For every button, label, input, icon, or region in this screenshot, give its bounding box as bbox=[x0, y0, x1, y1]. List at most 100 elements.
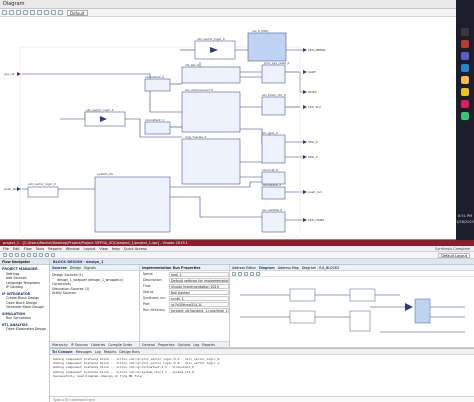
menu-layout[interactable]: Layout bbox=[83, 247, 96, 251]
files-icon[interactable] bbox=[461, 88, 469, 96]
menu-file[interactable]: File bbox=[3, 247, 9, 251]
tree-item[interactable]: Utility Sources bbox=[52, 291, 76, 295]
nav-create-block-design[interactable]: Create Block Design bbox=[6, 296, 40, 300]
property-value[interactable]: impl_1 bbox=[169, 271, 229, 277]
tab-options[interactable]: Options bbox=[177, 343, 191, 347]
nav-open-block-design[interactable]: Open Block Design bbox=[6, 300, 38, 305]
menu-view[interactable]: View bbox=[99, 247, 108, 251]
settings-icon[interactable] bbox=[51, 253, 55, 257]
section-simulation[interactable]: SIMULATION bbox=[2, 311, 25, 316]
settings-icon[interactable] bbox=[58, 10, 63, 15]
regenerate-layout-icon[interactable] bbox=[44, 10, 49, 15]
teams-icon[interactable] bbox=[461, 52, 469, 60]
menu-tools[interactable]: Tools bbox=[35, 247, 45, 251]
tree-item[interactable]: Constraints bbox=[52, 282, 71, 286]
nav-language-templates[interactable]: Language Templates bbox=[6, 280, 41, 285]
nav-add-sources[interactable]: Add Sources bbox=[6, 276, 27, 280]
tree-item[interactable]: Simulation Sources (1) bbox=[52, 286, 90, 291]
port-led-nebra: LED_NEBRA bbox=[308, 48, 327, 52]
nav-ip-catalog[interactable]: IP Catalog bbox=[6, 285, 23, 289]
slack-icon[interactable] bbox=[461, 100, 469, 108]
redo-icon[interactable] bbox=[27, 253, 31, 257]
console-output: Adding component instance block -- xilin… bbox=[50, 355, 474, 380]
property-value[interactable]: Vivado Implementation 2019 bbox=[169, 283, 229, 289]
terminal-icon[interactable] bbox=[461, 28, 469, 36]
tab-sources[interactable]: Sources bbox=[52, 266, 67, 270]
tab-properties[interactable]: Properties bbox=[158, 343, 175, 347]
menu-flow[interactable]: Flow bbox=[23, 247, 32, 251]
zoom-fit-icon[interactable] bbox=[16, 10, 21, 15]
tab-reports[interactable]: Reports bbox=[103, 350, 117, 354]
zoom-out-icon[interactable] bbox=[9, 10, 14, 15]
tab-general[interactable]: General bbox=[142, 343, 155, 347]
nav-open-elaborated-design[interactable]: Open Elaborated Design bbox=[6, 327, 47, 331]
mini-diagram-canvas[interactable] bbox=[230, 277, 474, 347]
validate-design-icon[interactable] bbox=[51, 10, 56, 15]
store-icon[interactable] bbox=[461, 112, 469, 120]
ila-block bbox=[94, 176, 171, 233]
menu-help[interactable]: Help bbox=[111, 247, 120, 251]
tree-item[interactable]: Design Sources (1) bbox=[52, 273, 84, 277]
memory-label: axi_interconnect_0 bbox=[185, 88, 213, 92]
tree-item[interactable]: design_1_wrapper (design_1_wrapper.v) bbox=[57, 277, 124, 282]
nav-generate-block-design[interactable]: Generate Block Design bbox=[6, 305, 44, 309]
tab-diagram-ila[interactable]: Diagram - ILA_BLOCKS bbox=[301, 266, 340, 270]
undo-icon[interactable] bbox=[21, 253, 25, 257]
util-vector-logic-2-label: util_vector_logic_2 bbox=[28, 182, 56, 186]
tab-address-editor[interactable]: Address Editor bbox=[232, 266, 256, 270]
delete-icon[interactable] bbox=[39, 253, 43, 257]
quick-access[interactable]: Quick Access bbox=[123, 247, 147, 251]
tab-log[interactable]: Log bbox=[193, 343, 200, 347]
zoom-in-icon[interactable] bbox=[2, 10, 7, 15]
vivado-icon[interactable] bbox=[461, 40, 469, 48]
menu-window[interactable]: Window bbox=[65, 247, 80, 251]
menu-edit[interactable]: Edit bbox=[12, 247, 20, 251]
tab-tcl-console[interactable]: Tcl Console bbox=[52, 350, 73, 354]
property-row: Run directory[project_dir]/project_1.run… bbox=[140, 307, 229, 313]
section-project-manager[interactable]: PROJECT MANAGER bbox=[2, 267, 38, 271]
section-ip-integrator[interactable]: IP INTEGRATOR bbox=[2, 291, 31, 296]
nav-run-simulation[interactable]: Run Simulation bbox=[6, 316, 31, 320]
section-rtl-analysis[interactable]: RTL ANALYSIS bbox=[2, 322, 28, 327]
add-ip-icon[interactable] bbox=[37, 10, 42, 15]
tab-address-map[interactable]: Address Map bbox=[277, 266, 299, 270]
tab-signals[interactable]: Signals bbox=[84, 266, 97, 270]
zoom-fit-icon[interactable] bbox=[244, 271, 248, 276]
copy-icon[interactable] bbox=[33, 253, 37, 257]
zoom-in-icon[interactable] bbox=[232, 271, 236, 276]
new-file-icon[interactable] bbox=[3, 253, 7, 257]
tab-messages[interactable]: Messages bbox=[75, 350, 92, 354]
property-key: Description bbox=[143, 278, 162, 282]
tab-ip-sources[interactable]: IP Sources bbox=[70, 343, 88, 347]
add-ip-icon[interactable] bbox=[250, 271, 254, 276]
tab-compile-order[interactable]: Compile Order bbox=[108, 343, 133, 347]
block-diagram-canvas[interactable]: util_vector_logic_0 vio_0 (VIO) clk_wiz_… bbox=[0, 17, 456, 240]
refresh-icon[interactable] bbox=[256, 271, 260, 276]
tab-design-runs[interactable]: Design Runs bbox=[119, 350, 140, 354]
tab-reports[interactable]: Reports bbox=[202, 343, 215, 347]
layout-select[interactable]: Default Layout bbox=[438, 252, 470, 258]
nav-settings[interactable]: Settings bbox=[6, 271, 20, 276]
tab-hierarchy[interactable]: Hierarchy bbox=[52, 343, 68, 347]
property-value[interactable]: xc7a35ticsg324-1L bbox=[169, 301, 229, 307]
view-select[interactable]: Default bbox=[67, 9, 88, 16]
select-icon[interactable] bbox=[23, 10, 28, 15]
tab-log[interactable]: Log bbox=[94, 350, 101, 354]
property-value[interactable]: Not started bbox=[169, 289, 229, 295]
vscode-icon[interactable] bbox=[461, 64, 469, 72]
run-icon[interactable] bbox=[45, 253, 49, 257]
tcl-input[interactable]: Type a Tcl command here bbox=[50, 396, 474, 402]
property-value[interactable]: synth_1 bbox=[169, 295, 229, 301]
save-icon[interactable] bbox=[15, 253, 19, 257]
tcl-console: Tcl Console Messages Log Reports Design … bbox=[50, 348, 474, 402]
property-value[interactable]: [project_dir]/project_1.runs/impl_1 bbox=[169, 307, 229, 313]
tab-design[interactable]: Design bbox=[69, 266, 82, 270]
menu-reports[interactable]: Reports bbox=[48, 247, 62, 251]
tab-libraries[interactable]: Libraries bbox=[91, 343, 106, 347]
open-icon[interactable] bbox=[9, 253, 13, 257]
search-icon[interactable] bbox=[30, 10, 35, 15]
property-value[interactable]: Default settings for implementation bbox=[169, 277, 229, 283]
chrome-icon[interactable] bbox=[461, 76, 469, 84]
tab-diagram[interactable]: Diagram bbox=[258, 266, 275, 270]
zoom-out-icon[interactable] bbox=[238, 271, 242, 276]
